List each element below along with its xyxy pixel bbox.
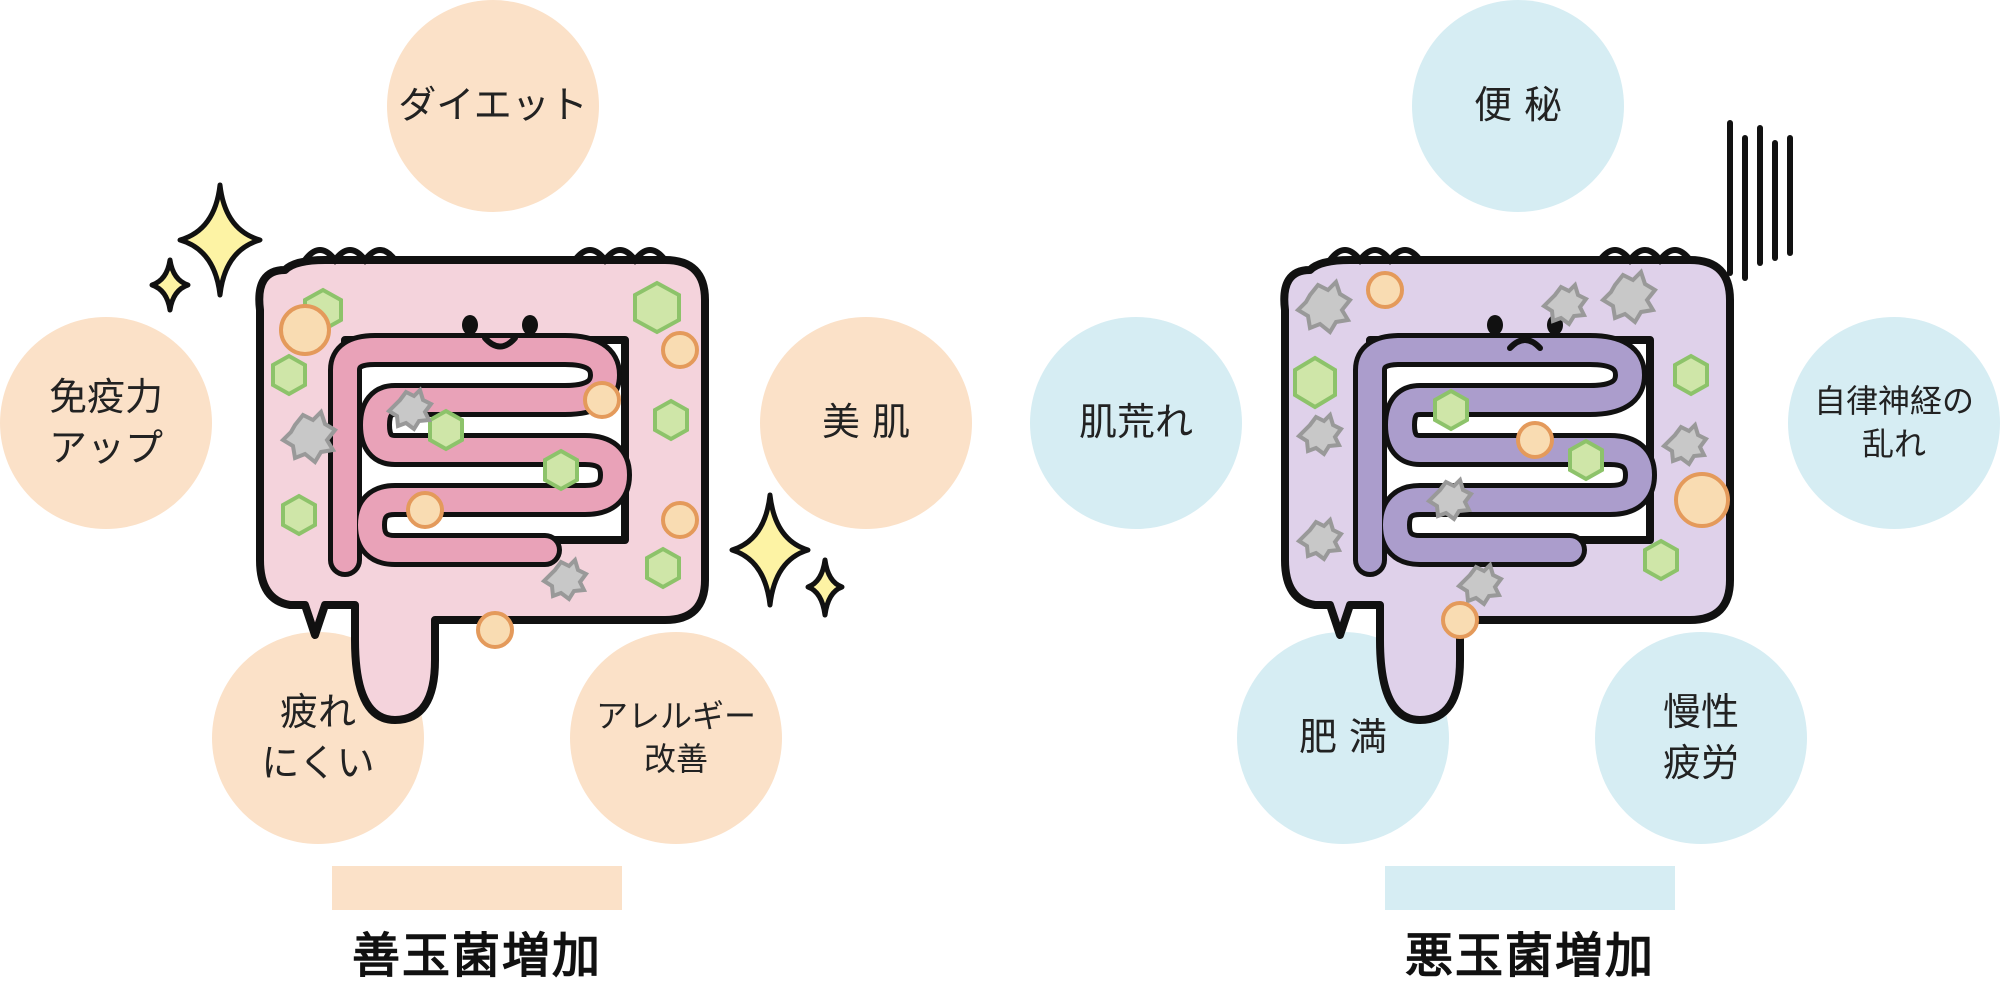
- effect-allergy-improvement: アレルギー 改善: [570, 632, 782, 844]
- smile-face-icon: [462, 315, 538, 350]
- neutral-bacteria-icon: [279, 304, 331, 356]
- neutral-bacteria-icon: [1366, 271, 1404, 309]
- effect-autonomic-imbalance: 自律神経の 乱れ: [1788, 317, 2000, 529]
- effect-immunity: 免疫力 アップ: [0, 317, 212, 529]
- effect-rough-skin: 肌荒れ: [1030, 317, 1242, 529]
- gloom-lines-icon: [1727, 120, 1793, 281]
- effect-chronic-fatigue: 慢性 疲労: [1595, 632, 1807, 844]
- bad-bacteria-icon: [279, 408, 338, 465]
- good-bacteria-caption: 善玉菌増加: [351, 928, 602, 984]
- sparkle-icon: [729, 492, 845, 618]
- bad-bacteria-icon: [1294, 278, 1353, 335]
- effect-beautiful-skin: 美 肌: [760, 317, 972, 529]
- good-bacteria-panel: ダイエット 免疫力 アップ 美 肌 疲れ にくい アレルギー 改善: [0, 0, 1000, 984]
- sparkle-icon: [149, 182, 263, 313]
- bad-bacteria-panel: 便 秘 肌荒れ 自律神経の 乱れ 肥 満 慢性 疲労: [1000, 0, 2000, 984]
- unhealthy-intestine-illustration: [1280, 247, 1734, 724]
- effect-diet: ダイエット: [387, 0, 599, 212]
- bad-label-bar: [1385, 866, 1675, 910]
- bad-bacteria-caption: 悪玉菌増加: [1404, 928, 1655, 984]
- good-label-bar: [332, 866, 622, 910]
- effect-obesity: 肥 満: [1237, 632, 1449, 844]
- good-bacteria-icon: [1293, 355, 1337, 410]
- effect-constipation: 便 秘: [1412, 0, 1624, 212]
- healthy-intestine-illustration: [255, 247, 709, 724]
